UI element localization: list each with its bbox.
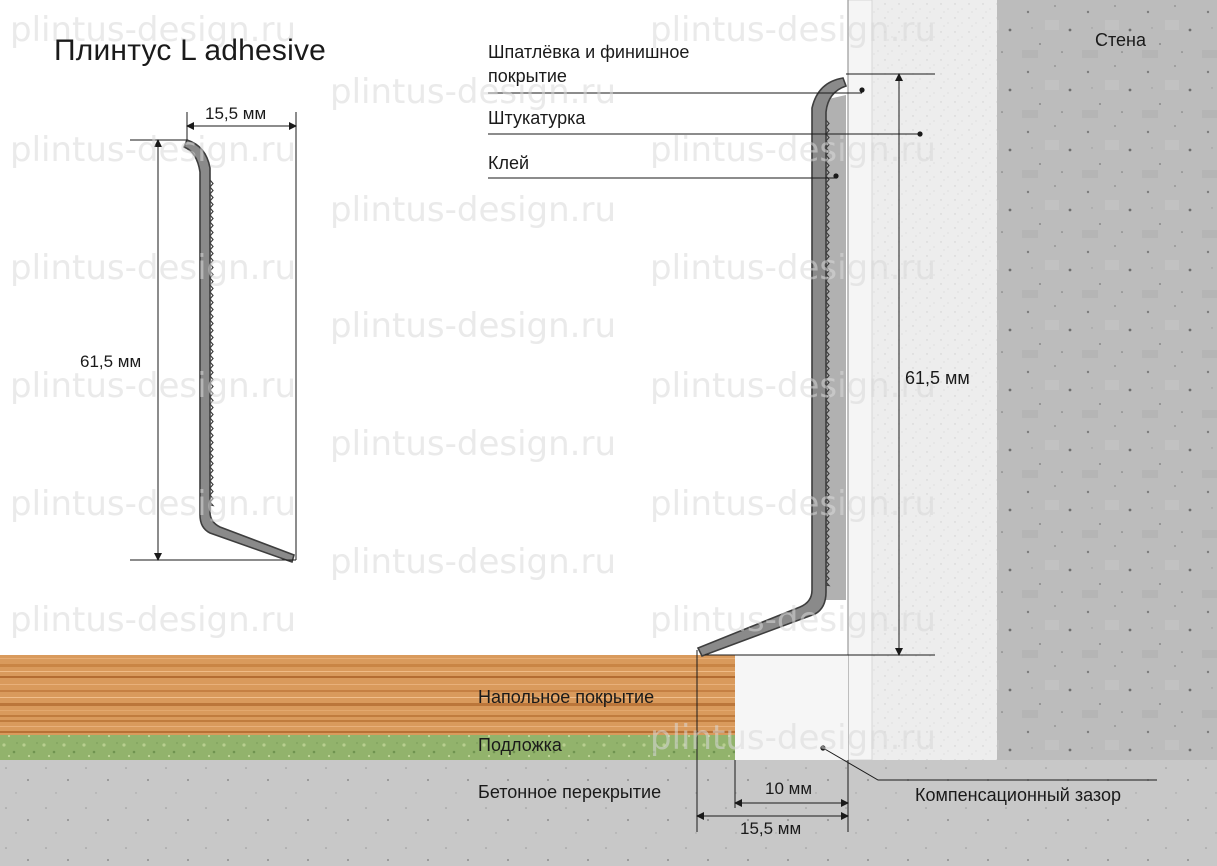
diagram-title: Плинтус L adhesive	[54, 34, 327, 67]
profile-section-teeth	[209, 179, 215, 507]
watermark: plintus-design.ru	[10, 130, 297, 170]
putty-label-line1: Шпатлёвка и финишное	[488, 42, 690, 62]
gap-leader-line	[822, 747, 1157, 781]
installed-skirting-profile	[696, 77, 848, 658]
floor-covering-layer	[0, 655, 735, 735]
watermark: plintus-design.ru	[650, 600, 937, 640]
watermark: plintus-design.ru	[10, 366, 297, 406]
underlay-label: Подложка	[478, 735, 562, 755]
putty-leader-dot	[859, 87, 865, 93]
underlay-layer	[0, 735, 735, 760]
plaster-leader-dot	[917, 131, 923, 137]
watermark: plintus-design.ru	[650, 366, 937, 406]
installed-height-label: 61,5 мм	[905, 368, 970, 388]
watermark: plintus-design.ru	[10, 484, 297, 524]
glue-label: Клей	[488, 153, 530, 173]
watermark: plintus-design.ru	[650, 130, 937, 170]
concrete-wall	[997, 0, 1217, 866]
concrete-slab-label: Бетонное перекрытие	[478, 782, 662, 802]
base-width-label: 15,5 мм	[740, 819, 802, 838]
watermark: plintus-design.ru	[330, 424, 617, 464]
watermark: plintus-design.ru	[10, 10, 297, 50]
expansion-gap-label: Компенсационный зазор	[915, 785, 1121, 805]
glue-leader-dot	[833, 173, 839, 179]
putty-label-line2: покрытие	[488, 66, 567, 86]
floor-covering-label: Напольное покрытие	[478, 687, 655, 707]
watermark: plintus-design.ru	[10, 248, 297, 288]
plaster-layer	[872, 0, 997, 760]
watermark: plintus-design.ru	[650, 484, 937, 524]
watermark: plintus-design.ru	[650, 10, 937, 50]
wall-label: Стена	[1095, 30, 1147, 50]
profile-adhesive-teeth	[825, 119, 831, 587]
watermark: plintus-design.ru	[330, 190, 617, 230]
watermark: plintus-design.ru	[330, 542, 617, 582]
gap-width-label: 10 мм	[765, 779, 813, 798]
watermark: plintus-design.ru	[10, 600, 297, 640]
watermark: plintus-design.ru	[650, 718, 937, 758]
profile-height-label: 61,5 мм	[80, 352, 142, 371]
concrete-slab-layer	[0, 760, 1217, 866]
profile-cross-section	[182, 139, 295, 564]
profile-width-label: 15,5 мм	[205, 104, 267, 123]
watermark: plintus-design.ru	[330, 72, 617, 112]
watermark: plintus-design.ru	[330, 306, 617, 346]
plaster-label: Штукатурка	[488, 108, 586, 128]
watermark: plintus-design.ru	[650, 248, 937, 288]
expansion-gap-area	[735, 655, 848, 760]
putty-finish-layer	[847, 0, 873, 761]
